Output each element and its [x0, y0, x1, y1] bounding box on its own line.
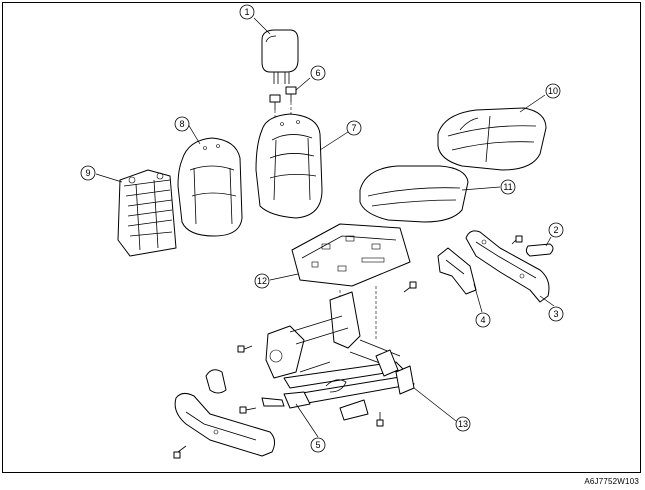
part-headrest: [261, 29, 299, 84]
part-seat-pan: [291, 223, 411, 340]
callout-2: 2: [548, 222, 564, 238]
svg-text:12: 12: [257, 276, 267, 286]
svg-text:4: 4: [480, 315, 485, 325]
callout-13: 13: [455, 416, 471, 432]
callout-11: 11: [500, 179, 516, 195]
svg-text:9: 9: [85, 168, 90, 178]
part-seatback-frame: [117, 169, 177, 257]
callout-1: 1: [239, 4, 255, 20]
svg-text:11: 11: [503, 182, 512, 192]
part-seatback-trim: [255, 113, 323, 219]
svg-text:13: 13: [458, 419, 468, 429]
svg-text:10: 10: [548, 86, 558, 96]
bolt-icon: [237, 345, 253, 353]
bolt-icon: [403, 281, 417, 293]
part-seatback-pad: [177, 137, 243, 237]
callout-12: 12: [254, 273, 270, 289]
svg-text:2: 2: [553, 225, 558, 235]
svg-text:3: 3: [553, 309, 558, 319]
callout-8: 8: [174, 116, 190, 132]
part-buckle-and-shield: [174, 369, 311, 457]
callout-9: 9: [80, 165, 96, 181]
callout-10: 10: [545, 83, 561, 99]
bolt-icon: [239, 406, 257, 414]
leader-lines: [95, 17, 555, 438]
bolt-icon: [173, 445, 187, 459]
bolt-icon: [511, 235, 523, 245]
callout-5: 5: [310, 437, 326, 453]
callout-4: 4: [475, 312, 491, 328]
part-trim-cover: [525, 243, 554, 257]
figure-code: A6J7752W103: [584, 477, 639, 486]
part-outer-side-cover: [465, 230, 550, 303]
callout-6: 6: [310, 65, 326, 81]
svg-text:1: 1: [244, 7, 249, 17]
callout-3: 3: [548, 306, 564, 322]
svg-text:8: 8: [179, 119, 184, 129]
callout-7: 7: [346, 120, 362, 136]
diagram-frame: [2, 2, 641, 473]
part-cushion-pad: [359, 165, 469, 223]
bolt-icon: [376, 412, 384, 427]
part-inner-side-cover: [437, 247, 477, 295]
part-headrest-guides: [269, 86, 297, 118]
fastener-bolts: [173, 235, 523, 459]
svg-text:6: 6: [315, 68, 320, 78]
svg-text:7: 7: [351, 123, 356, 133]
svg-text:5: 5: [315, 440, 320, 450]
part-seat-adjuster-frame: [265, 291, 415, 421]
part-cushion-trim: [437, 107, 547, 171]
